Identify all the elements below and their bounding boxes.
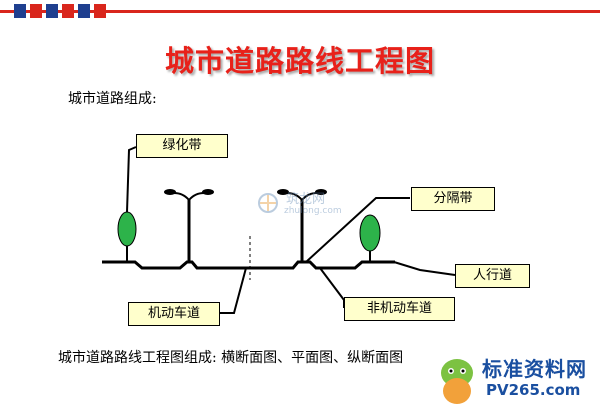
label-divider-belt: 分隔带	[411, 187, 495, 211]
left-street-lamp-icon	[164, 189, 214, 263]
leader-motor-lane	[218, 267, 247, 314]
center-watermark-url: zhulong.com	[284, 206, 342, 216]
corner-watermark-text: 标准资料网	[482, 357, 587, 381]
center-watermark-text: 筑龙网	[286, 192, 326, 207]
label-sidewalk: 人行道	[455, 264, 530, 288]
stripe-squares	[14, 4, 106, 18]
leader-divider-belt	[305, 197, 410, 263]
label-non-motor-lane: 非机动车道	[344, 297, 455, 321]
label-motor-lane: 机动车道	[128, 302, 220, 326]
page-title: 城市道路路线工程图	[164, 44, 435, 78]
footer-caption: 城市道路路线工程图组成: 横断面图、平面图、纵断面图	[58, 350, 404, 366]
left-tree-icon	[117, 211, 137, 263]
corner-watermark-url: PV265.com	[486, 381, 581, 399]
right-street-lamp-icon	[277, 189, 327, 263]
zhulong-watermark-logo	[258, 193, 278, 213]
leader-non-motor-lane	[319, 267, 345, 308]
header-stripe	[0, 4, 600, 18]
leader-sidewalk	[393, 261, 456, 276]
center-watermark: 筑龙网 zhulong.com	[250, 188, 370, 228]
leader-green-belt	[126, 146, 137, 213]
road-surface-line	[102, 260, 395, 270]
label-green-belt: 绿化带	[136, 134, 228, 158]
subtitle: 城市道路组成:	[68, 91, 157, 107]
right-tree-icon	[359, 214, 381, 263]
mascot-icon	[441, 359, 473, 404]
corner-watermark: 标准资料网 PV265.com	[434, 351, 594, 409]
